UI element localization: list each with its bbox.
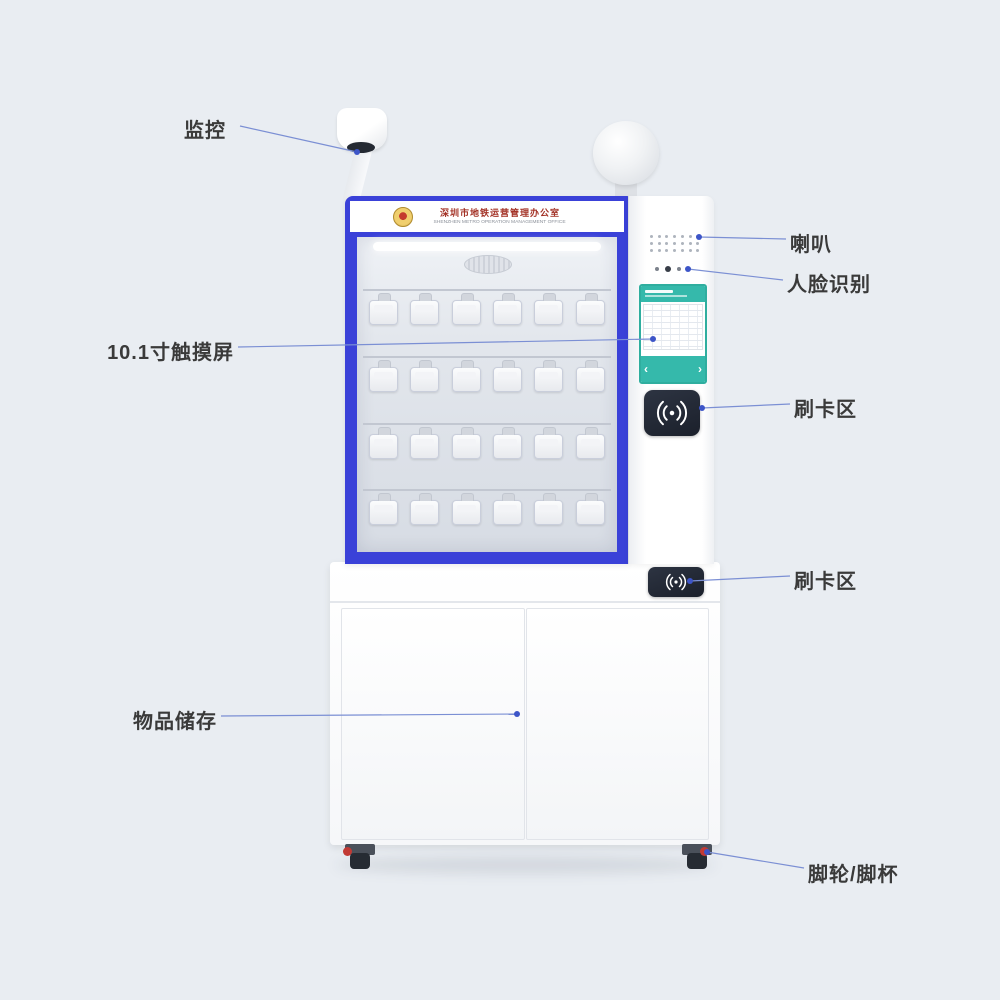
interior-fan-icon [464, 255, 512, 274]
control-panel: ‹ › [628, 196, 714, 564]
storage-door-left [341, 608, 525, 840]
callout-line [706, 851, 805, 869]
foot-bracket-left [345, 844, 375, 855]
screen-footer: ‹ › [641, 356, 705, 382]
office-emblem-icon [393, 206, 414, 227]
key-item [493, 359, 523, 392]
label-casters: 脚轮/脚杯 [808, 864, 899, 886]
speaker-hole [696, 249, 700, 252]
dome-speaker [593, 121, 659, 185]
camera-lens-icon [347, 142, 375, 153]
sensor-dot-icon [677, 267, 681, 271]
ground-shadow [335, 856, 715, 874]
key-item [369, 359, 399, 392]
speaker-grille [650, 235, 700, 252]
cabinet-title: 深圳市地铁运营管理办公室 [439, 207, 560, 218]
foot-bracket-right [682, 844, 712, 855]
key-item [575, 359, 605, 392]
key-item [410, 293, 440, 325]
speaker-hole [650, 235, 653, 238]
key-item [410, 493, 440, 526]
nfc-icon [665, 573, 687, 591]
key-item [369, 293, 399, 325]
key-row [363, 289, 611, 348]
speaker-hole [657, 242, 661, 245]
speaker-hole [688, 235, 692, 238]
cabinet-header: 深圳市地铁运营管理办公室 SHENZHEN METRO OPERATION MA… [350, 201, 624, 232]
dome-speaker-stem [615, 182, 637, 198]
next-arrow-icon[interactable]: › [698, 362, 702, 376]
caster-red-cap-right [700, 847, 709, 856]
card-reader-upper [644, 390, 700, 436]
caster-wheel-left [350, 853, 370, 869]
key-row [363, 355, 611, 415]
touch-screen[interactable]: ‹ › [639, 284, 707, 384]
speaker-hole [657, 235, 661, 238]
interior-light [373, 242, 601, 251]
label-speaker: 喇叭 [790, 234, 832, 256]
key-item [451, 293, 481, 325]
key-item [451, 493, 481, 526]
cabinet-header-texts: 深圳市地铁运营管理办公室 SHENZHEN METRO OPERATION MA… [419, 208, 580, 226]
key-item [369, 493, 399, 526]
label-card-area-upper: 刷卡区 [794, 399, 857, 421]
storage-door-right [526, 608, 709, 840]
speaker-hole [696, 235, 700, 238]
speaker-hole [665, 235, 669, 238]
key-item [575, 293, 605, 325]
caster-red-cap-left [343, 847, 352, 856]
key-item [534, 426, 564, 459]
key-item [493, 493, 523, 526]
key-row [363, 489, 611, 548]
key-item [369, 426, 399, 459]
card-reader-lower [648, 567, 704, 597]
speaker-hole [688, 242, 692, 245]
key-item [451, 426, 481, 459]
speaker-hole [673, 249, 677, 252]
speaker-hole [673, 242, 677, 245]
speaker-hole [688, 249, 692, 252]
key-item [493, 426, 523, 459]
key-item [534, 293, 564, 325]
speaker-hole [680, 249, 684, 252]
screen-table [643, 304, 703, 350]
speaker-hole [680, 242, 684, 245]
cabinet-subtitle: SHENZHEN METRO OPERATION MANAGEMENT OFFI… [433, 219, 567, 225]
cabinet-seam [330, 601, 720, 603]
key-item [410, 426, 440, 459]
speaker-hole [673, 235, 677, 238]
key-item [451, 359, 481, 392]
camera-lens-icon [665, 266, 671, 272]
speaker-hole [680, 235, 684, 238]
speaker-hole [665, 242, 669, 245]
speaker-hole [665, 249, 669, 252]
keys-grid [363, 281, 611, 548]
label-face-recognition: 人脸识别 [787, 274, 871, 296]
key-item [575, 493, 605, 526]
key-item [493, 293, 523, 325]
speaker-hole [650, 242, 653, 245]
nfc-icon [656, 400, 688, 426]
speaker-hole [696, 242, 700, 245]
key-row [363, 422, 611, 482]
glass-window [357, 237, 617, 552]
screen-header [641, 286, 705, 302]
key-cabinet: 深圳市地铁运营管理办公室 SHENZHEN METRO OPERATION MA… [345, 196, 629, 564]
face-recognition-camera [655, 266, 691, 272]
key-item [534, 493, 564, 526]
caster-wheel-right [687, 853, 707, 869]
key-item [534, 359, 564, 392]
sensor-dot-icon [655, 267, 659, 271]
label-card-area-lower: 刷卡区 [794, 571, 857, 593]
key-item [575, 426, 605, 459]
label-monitor: 监控 [184, 120, 226, 142]
speaker-hole [650, 249, 653, 252]
speaker-hole [657, 249, 661, 252]
label-item-storage: 物品储存 [133, 711, 217, 733]
label-touchscreen: 10.1寸触摸屏 [107, 342, 234, 364]
prev-arrow-icon[interactable]: ‹ [644, 362, 648, 376]
sensor-dot-icon [687, 267, 691, 271]
key-item [410, 359, 440, 392]
callout-line [701, 403, 791, 409]
